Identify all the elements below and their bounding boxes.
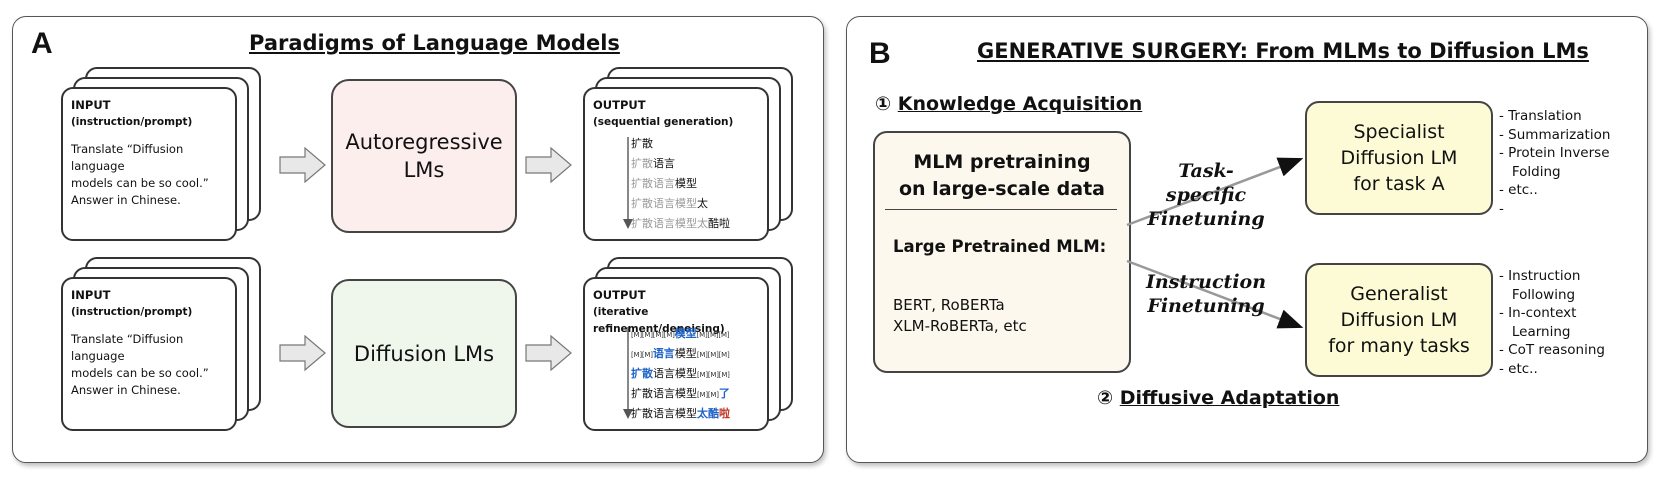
output-heading: OUTPUT <box>593 288 646 302</box>
panel-a-title: Paradigms of Language Models <box>249 31 620 55</box>
generalist-label: for many tasks <box>1328 335 1470 357</box>
divider <box>885 209 1117 210</box>
panel-a: A Paradigms of Language Models INPUT (in… <box>12 16 824 463</box>
sequence-step: 扩散语言模型太酷啦 <box>631 217 730 230</box>
input-heading: INPUT <box>71 288 111 302</box>
input-subheading: (instruction/prompt) <box>71 306 193 318</box>
sequence-step: 扩散语言模型 <box>631 177 697 190</box>
generalist-diffusion-lm-box: Generalist Diffusion LM for many tasks <box>1305 263 1493 377</box>
autoregressive-lm-box: Autoregressive LMs <box>331 79 517 233</box>
mlm-pretraining-box: MLM pretraining on large-scale data Larg… <box>873 131 1131 373</box>
denoise-step: 扩散语言模型[M][M][M] <box>631 367 730 380</box>
model-label: Autoregressive <box>345 130 503 154</box>
panel-b-title: GENERATIVE SURGERY: From MLMs to Diffusi… <box>977 39 1589 63</box>
output-heading: OUTPUT <box>593 98 646 112</box>
denoise-step: [M][M]语言模型[M][M][M] <box>631 347 730 360</box>
mlm-example: BERT, RoBERTa <box>893 296 1005 314</box>
input-subheading: (instruction/prompt) <box>71 116 193 128</box>
panel-b: B GENERATIVE SURGERY: From MLMs to Diffu… <box>846 16 1648 463</box>
input-line: Translate “Diffusion language <box>71 332 184 363</box>
mlm-title: MLM pretraining <box>913 151 1091 173</box>
model-label: Diffusion LMs <box>353 341 495 366</box>
flow-arrow-icon <box>525 335 572 371</box>
specialist-label: Specialist <box>1353 121 1445 143</box>
specialist-diffusion-lm-box: Specialist Diffusion LM for task A <box>1305 101 1493 215</box>
input-card-top: INPUT (instruction/prompt) Translate “Di… <box>61 87 237 241</box>
mlm-example: XLM-RoBERTa, etc <box>893 317 1027 335</box>
output-card-bottom: OUTPUT (iterative refinement/denoising) … <box>583 277 769 431</box>
output-subheading: (iterative refinement/denoising) <box>593 306 725 335</box>
panel-letter-b: B <box>869 37 891 70</box>
denoise-step: 扩散语言模型太酷啦 <box>631 407 730 420</box>
step-knowledge-acquisition: ① Knowledge Acquisition <box>875 93 1143 115</box>
generalist-label: Diffusion LM <box>1340 309 1458 331</box>
input-heading: INPUT <box>71 98 111 112</box>
flow-arrow-icon <box>525 147 572 183</box>
generalist-label: Generalist <box>1350 283 1448 305</box>
flow-arrow-icon <box>279 335 326 371</box>
generalist-task-list: - Instruction Following - In-context Lea… <box>1499 268 1605 377</box>
edge-label-task-specific: Task-specific Finetuning <box>1147 160 1265 230</box>
denoise-step: [M][M][M][M]模型[M][M][M] <box>631 327 730 340</box>
input-card-bottom: INPUT (instruction/prompt) Translate “Di… <box>61 277 237 431</box>
input-line: models can be so cool.” <box>71 366 209 380</box>
connector-lines <box>1126 157 1304 329</box>
output-card-top: OUTPUT (sequential generation) 扩散 扩散语言 扩… <box>583 87 769 241</box>
step-diffusive-adaptation: ② Diffusive Adaptation <box>1097 387 1340 409</box>
input-line: Answer in Chinese. <box>71 383 181 397</box>
diffusion-lm-box: Diffusion LMs <box>331 279 517 428</box>
flow-arrow-icon <box>279 147 326 183</box>
sequence-step: 扩散语言 <box>631 157 675 170</box>
panel-letter-a: A <box>31 27 53 60</box>
mlm-title: on large-scale data <box>898 178 1105 200</box>
denoise-step: 扩散语言模型[M][M]了 <box>631 387 730 400</box>
down-arrow-icon <box>623 327 633 419</box>
sequence-step: 扩散 <box>631 137 653 150</box>
input-line: Translate “Diffusion language <box>71 142 184 173</box>
input-line: Answer in Chinese. <box>71 193 181 207</box>
model-label: LMs <box>403 158 445 182</box>
input-line: models can be so cool.” <box>71 176 209 190</box>
output-subheading: (sequential generation) <box>593 116 734 128</box>
down-arrow-icon <box>623 137 633 229</box>
edge-label-instruction: Instruction Finetuning <box>1145 271 1267 317</box>
sequence-step: 扩散语言模型太 <box>631 197 708 210</box>
specialist-task-list: - Translation - Summarization - Protein … <box>1499 108 1611 217</box>
mlm-subtitle: Large Pretrained MLM: <box>893 237 1107 256</box>
specialist-label: Diffusion LM <box>1340 147 1458 169</box>
specialist-label: for task A <box>1353 173 1445 195</box>
